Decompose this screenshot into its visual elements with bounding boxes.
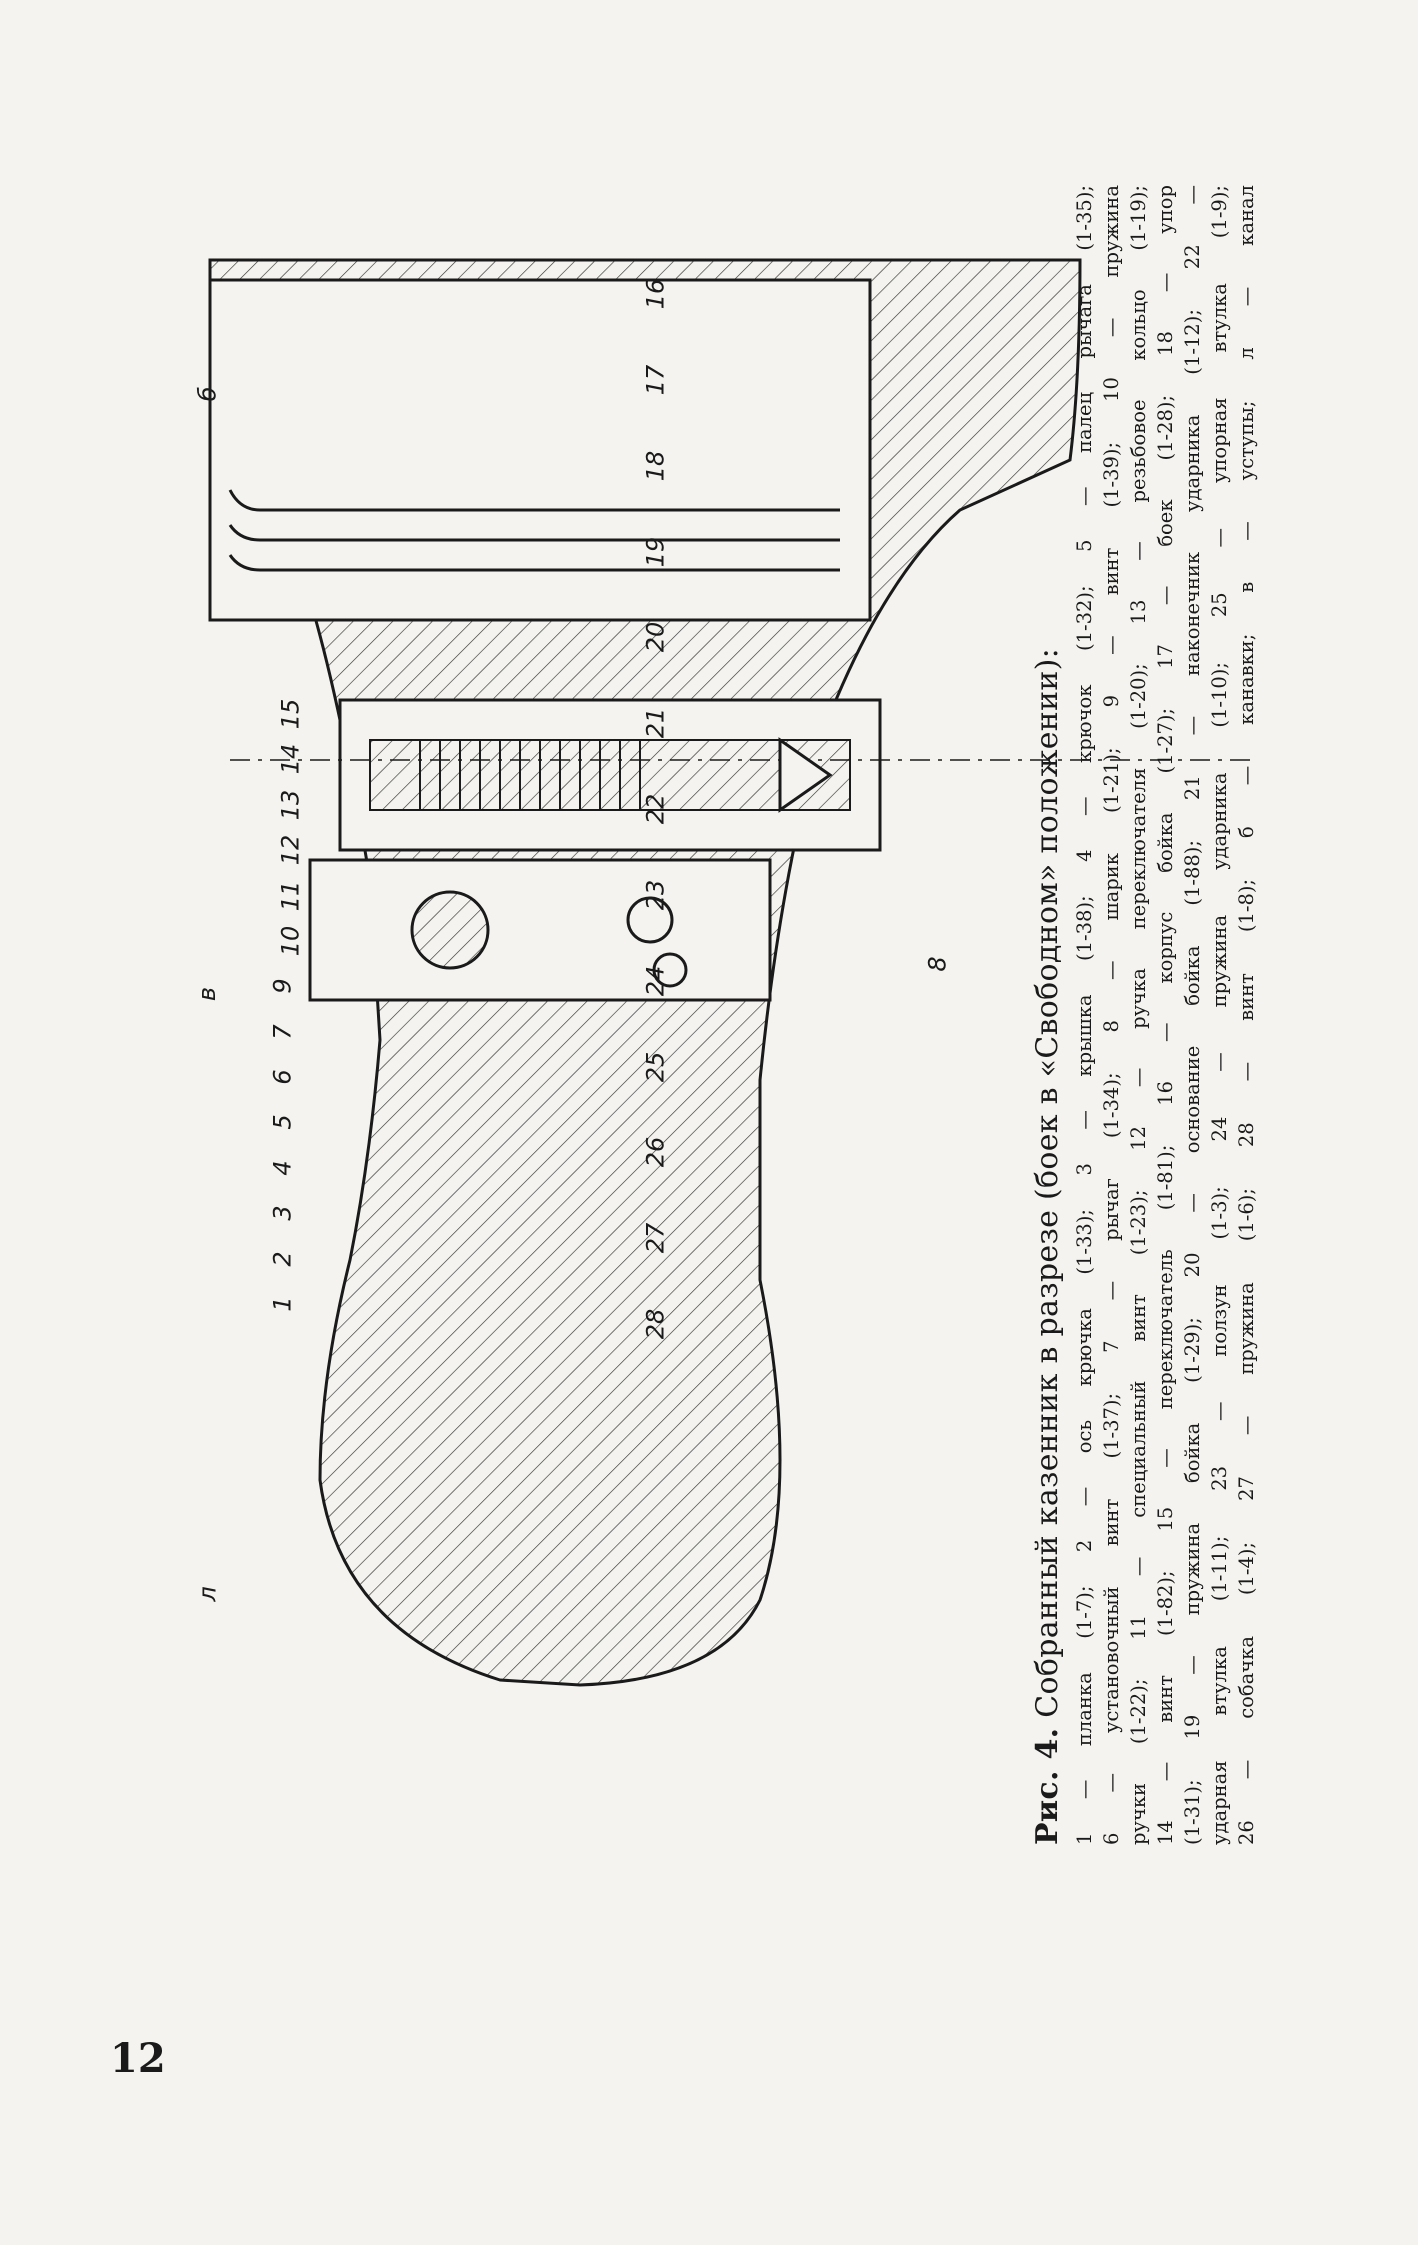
callout-8: 8 [923,956,952,972]
legend-line: ударная втулка (1-11); 23 — ползун (1-3)… [1208,185,1231,1845]
figure-title: Собранный казенник в разрезе (боек в «Св… [1030,647,1065,1718]
callout-label: 14 [276,744,305,775]
callout-label: 9 [268,978,297,994]
callout-label: 19 [641,536,670,567]
figure-caption-block: Рис. 4. Собранный казенник в разрезе (бо… [1030,185,1270,1845]
breech-cross-section-drawing [208,258,1250,1687]
callout-label: 25 [641,1051,670,1082]
callout-label: 1 [268,1296,297,1312]
legend-line: (1-31); 19 — пружина бойка (1-29); 20 — … [1181,185,1204,1845]
callout-label: 13 [276,789,305,821]
legend-line: 14 — винт (1-82); 15 — переключатель (1-… [1154,185,1177,1845]
callout-label: 28 [641,1308,670,1340]
callout-label: 12 [276,834,305,866]
callout-label: 7 [268,1024,297,1040]
callout-label: 24 [641,965,670,996]
callout-label: 18 [641,450,670,481]
callout-label: в [193,986,222,1002]
callout-label: 16 [641,278,670,310]
callout-label: л [193,1586,222,1602]
callout-label: 4 [268,1160,297,1176]
callout-label: 11 [276,880,305,911]
legend-line: 1 — планка (1-7); 2 — ось крючка (1-33);… [1073,185,1096,1845]
callout-label: 20 [641,622,670,653]
legend-line: ручки (1-22); 11 — специальный винт (1-2… [1127,185,1150,1845]
callout-label: 23 [641,879,670,911]
callout-label: 5 [268,1114,297,1131]
striker-spring [419,740,641,810]
grooves [228,489,840,572]
callout-label: 27 [641,1222,670,1254]
callout-label: б [193,386,222,402]
legend-line: 6 — установочный винт (1-37); 7 — рычаг … [1100,185,1123,1845]
callout-label: 15 [276,698,305,730]
callout-label: 22 [641,793,670,825]
page-number: 12 [110,2035,166,2082]
callout-label: 6 [268,1069,297,1085]
callout-label: 10 [276,925,305,957]
figure-label: Рис. 4. [1030,1727,1065,1845]
callout-label: 3 [268,1205,297,1221]
figure-legend: 1 — планка (1-7); 2 — ось крючка (1-33);… [1071,185,1260,1845]
callout-label: 21 [641,707,670,739]
figure-caption-title: Рис. 4. Собранный казенник в разрезе (бо… [1030,185,1065,1845]
callout-label: 26 [641,1137,670,1168]
callout-label: 17 [641,364,670,396]
legend-line: 26 — собачка (1-4); 27 — пружина (1-6); … [1235,185,1258,1845]
callout-label: 2 [268,1250,297,1267]
